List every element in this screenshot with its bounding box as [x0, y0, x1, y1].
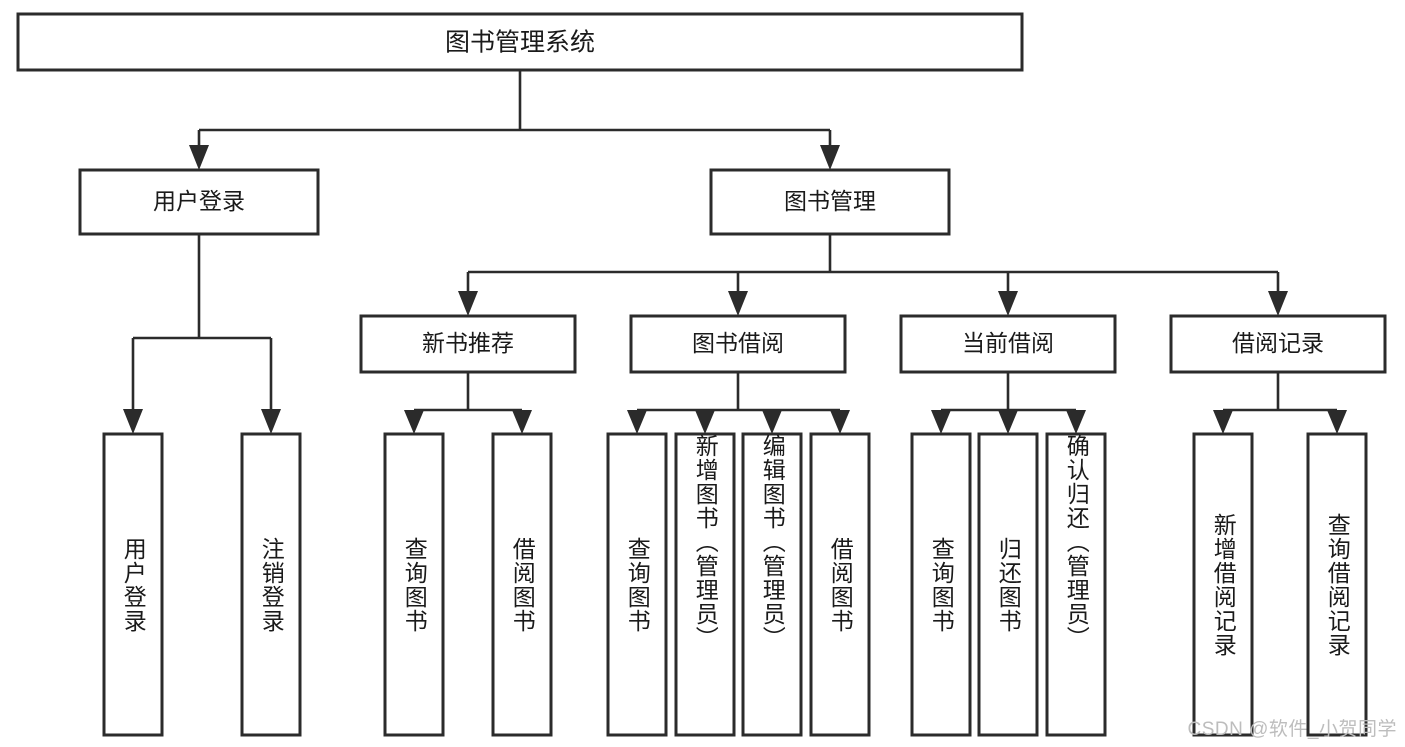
arrow-head-book-manage	[820, 145, 840, 170]
node-root-label: 图书管理系统	[445, 29, 595, 57]
arrow-head-user-login	[189, 145, 209, 170]
connector-group-book-borrow	[627, 372, 850, 434]
arrow-head-bb-leaf-2	[695, 410, 715, 434]
leaf-box-bb-edit-book[interactable]	[741, 432, 803, 737]
leaf-box-logout[interactable]	[240, 432, 302, 737]
leaf-box-user-login[interactable]	[102, 432, 164, 737]
leaf-box-bb-add-book[interactable]	[674, 432, 736, 737]
arrow-head-borrow-record	[1268, 291, 1288, 316]
connector-group-root	[189, 70, 840, 170]
node-current-borrow-label: 当前借阅	[962, 330, 1054, 356]
arrow-head-nb-leaf-2	[512, 410, 532, 434]
node-book-manage[interactable]: 图书管理	[709, 168, 951, 236]
node-book-manage-label: 图书管理	[784, 188, 876, 214]
leaf-box-br-add-record[interactable]	[1192, 432, 1254, 737]
arrow-head-book-borrow	[728, 291, 748, 316]
csdn-watermark: CSDN @软件_小贺同学	[1187, 719, 1397, 740]
node-new-book-recommend[interactable]: 新书推荐	[359, 314, 577, 374]
arrow-head-cb-leaf-2	[998, 410, 1018, 434]
node-borrow-record[interactable]: 借阅记录	[1169, 314, 1387, 374]
arrow-head-nb-leaf-1	[404, 410, 424, 434]
connector-group-borrow-record	[1213, 372, 1347, 434]
connector-group-user-login	[123, 234, 281, 434]
arrow-head-br-leaf-2	[1327, 410, 1347, 434]
node-borrow-record-label: 借阅记录	[1232, 330, 1324, 356]
arrow-head-leaf-user-login-1	[123, 409, 143, 434]
leaf-box-bb-query-book[interactable]	[606, 432, 668, 737]
leaf-box-cb-query-book[interactable]	[910, 432, 972, 737]
connector-group-current-borrow	[931, 372, 1086, 434]
arrow-head-cb-leaf-1	[931, 410, 951, 434]
leaf-box-cb-return-book[interactable]	[977, 432, 1039, 737]
arrow-head-bb-leaf-4	[830, 410, 850, 434]
arrow-head-new-book	[458, 291, 478, 316]
node-current-borrow-box[interactable]	[899, 314, 1117, 374]
connector-group-new-book	[404, 372, 532, 434]
leaf-boxes	[102, 432, 1368, 737]
node-book-borrow-box[interactable]	[629, 314, 847, 374]
node-new-book-recommend-label: 新书推荐	[422, 330, 514, 356]
arrow-head-bb-leaf-1	[627, 410, 647, 434]
leaf-box-nb-query-book[interactable]	[383, 432, 445, 737]
arrow-head-br-leaf-1	[1213, 410, 1233, 434]
node-borrow-record-box[interactable]	[1169, 314, 1387, 374]
node-book-borrow[interactable]: 图书借阅	[629, 314, 847, 374]
node-book-borrow-label: 图书借阅	[692, 330, 784, 356]
node-user-login-label: 用户登录	[153, 188, 245, 214]
leaf-box-cb-confirm-return[interactable]	[1045, 432, 1107, 737]
node-new-book-recommend-box[interactable]	[359, 314, 577, 374]
node-current-borrow[interactable]: 当前借阅	[899, 314, 1117, 374]
node-book-manage-box[interactable]	[709, 168, 951, 236]
arrow-head-bb-leaf-3	[762, 410, 782, 434]
node-root[interactable]: 图书管理系统	[16, 12, 1024, 72]
connector-group-book-manage	[458, 234, 1288, 316]
leaf-box-bb-borrow-book[interactable]	[809, 432, 871, 737]
leaf-box-br-query-record[interactable]	[1306, 432, 1368, 737]
node-user-login[interactable]: 用户登录	[78, 168, 320, 236]
leaf-box-nb-borrow-book[interactable]	[491, 432, 553, 737]
node-user-login-box[interactable]	[78, 168, 320, 236]
node-root-box[interactable]	[16, 12, 1024, 72]
arrow-head-cb-leaf-3	[1066, 410, 1086, 434]
arrow-head-leaf-user-login-2	[261, 409, 281, 434]
arrow-head-current-borrow	[998, 291, 1018, 316]
